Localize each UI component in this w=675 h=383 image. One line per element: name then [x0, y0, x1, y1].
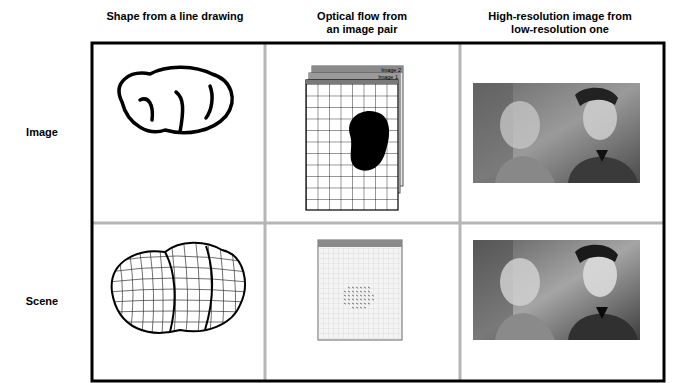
flow-vector: [348, 299, 350, 300]
row-header: Scene: [7, 295, 77, 308]
flow-vector: [360, 287, 362, 288]
flow-vector: [368, 295, 370, 296]
flow-vector: [368, 291, 370, 292]
flow-window: [318, 240, 402, 340]
flow-vector: [364, 303, 366, 304]
flow-vector: [352, 291, 354, 292]
row-header: Image: [7, 126, 77, 139]
flow-vector: [348, 295, 350, 296]
column-header: Shape from a line drawing: [90, 10, 260, 23]
flow-vector: [364, 295, 366, 296]
flow-vector: [368, 287, 370, 288]
flow-vector: [368, 299, 370, 300]
flow-vector: [360, 291, 362, 292]
flow-vector: [348, 291, 350, 292]
flow-vector: [360, 299, 362, 300]
window-title: Image 2: [381, 67, 401, 73]
column-header: High-resolution image from low-resolutio…: [485, 10, 635, 35]
window-title: Image 1: [378, 74, 398, 80]
flow-vector: [372, 295, 374, 296]
flow-vector: [364, 287, 366, 288]
flow-vector: [344, 299, 346, 300]
flow-vector: [364, 307, 366, 308]
column-header: Optical flow from an image pair: [312, 10, 412, 35]
flow-vector: [360, 307, 362, 308]
table-grid: [92, 43, 664, 381]
flow-vector: [356, 299, 358, 300]
flow-vector: [352, 299, 354, 300]
image-windows: [306, 66, 403, 210]
flow-vector: [348, 303, 350, 304]
flow-vector: [364, 299, 366, 300]
flow-vector: [344, 303, 346, 304]
flow-vector: [356, 291, 358, 292]
line-drawing: [119, 67, 232, 132]
flow-vector: [356, 303, 358, 304]
flow-vector: [344, 291, 346, 292]
flow-vector: [360, 295, 362, 296]
flow-vector: [356, 295, 358, 296]
flow-vector: [348, 287, 350, 288]
photo-low-res: [473, 83, 640, 183]
flow-vector: [356, 307, 358, 308]
flow-vector: [364, 291, 366, 292]
flow-vector: [368, 303, 370, 304]
flow-vector: [352, 295, 354, 296]
photo-high-res: [473, 240, 640, 340]
flow-vector: [360, 303, 362, 304]
flow-vector: [352, 303, 354, 304]
flow-vector: [372, 299, 374, 300]
flow-vector: [352, 307, 354, 308]
mesh-shape: [108, 243, 248, 335]
flow-vector: [344, 295, 346, 296]
flow-vector: [356, 287, 358, 288]
flow-vector: [352, 287, 354, 288]
